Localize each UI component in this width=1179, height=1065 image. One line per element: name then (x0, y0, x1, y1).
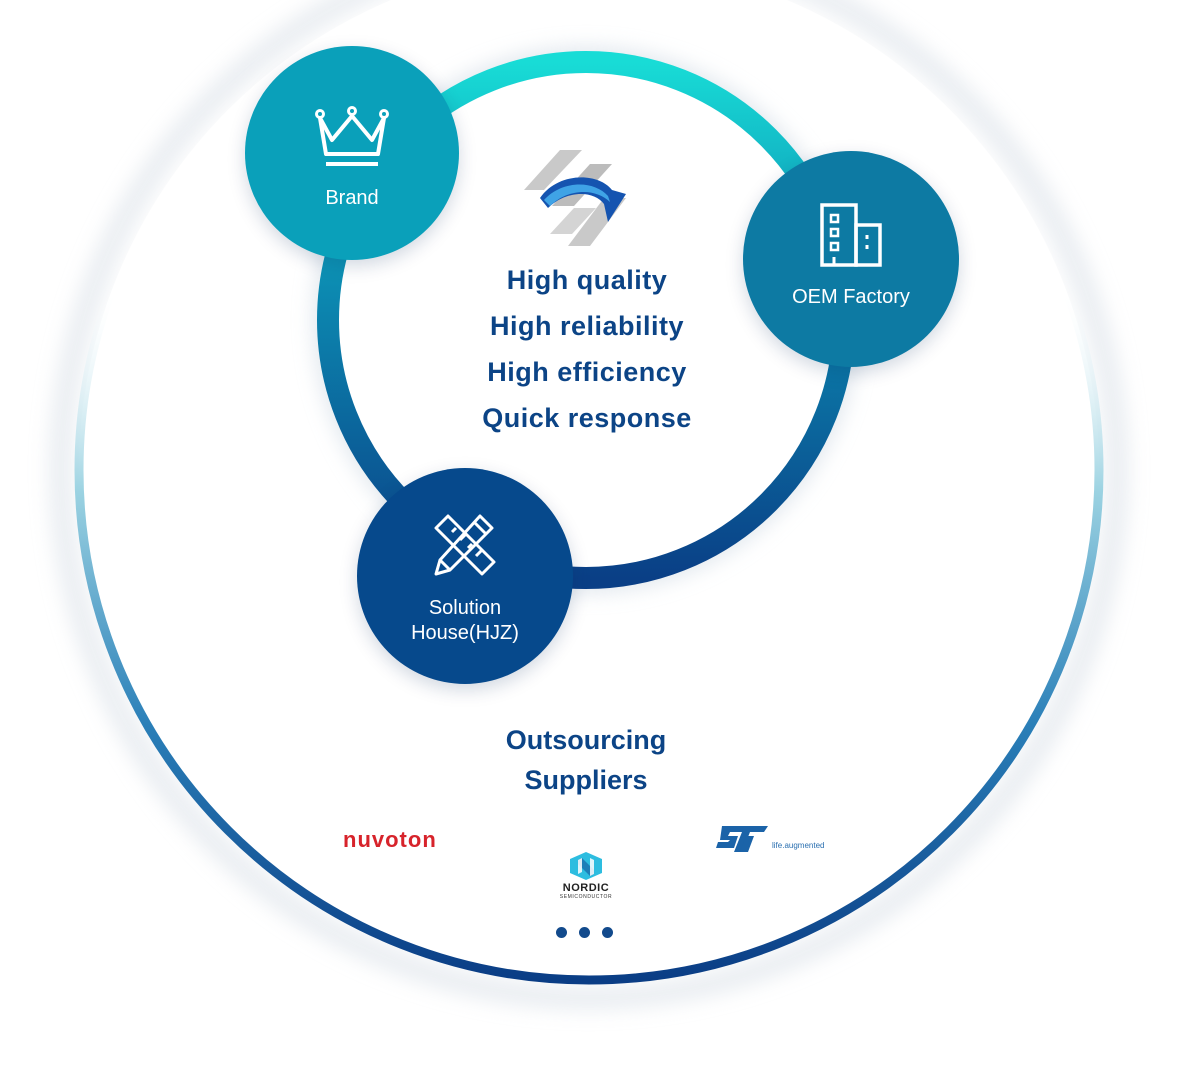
st-tagline: life.augmented (772, 841, 825, 850)
company-logo (524, 150, 626, 246)
dot (602, 927, 613, 938)
dot (579, 927, 590, 938)
st-mark-icon (716, 826, 768, 852)
quality-item: High efficiency (487, 357, 687, 387)
crown-icon (315, 106, 389, 166)
nordic-subtitle: SEMICONDUCTOR (559, 894, 613, 900)
quality-item: Quick response (482, 403, 692, 433)
solution-house-label: Solution House(HJZ) (411, 596, 519, 646)
quality-item: High quality (506, 265, 668, 295)
quality-item: High reliability (489, 311, 685, 341)
suppliers-title: Outsourcing Suppliers (436, 720, 736, 800)
qualities-list: High quality High reliability High effic… (437, 262, 737, 446)
building-icon (820, 203, 882, 267)
oem-factory-node[interactable]: OEM Factory (743, 151, 959, 367)
outer-ring-shadow (50, 0, 1128, 1009)
solution-house-node[interactable]: Solution House(HJZ) (357, 468, 573, 684)
suppliers-title-line1: Outsourcing (505, 725, 667, 755)
suppliers-title-line2: Suppliers (524, 765, 648, 795)
oem-factory-label: OEM Factory (792, 286, 910, 308)
nuvoton-logo: nuvoTon (343, 827, 437, 852)
dot (556, 927, 567, 938)
more-suppliers-dots-icon (556, 927, 613, 938)
ruler-pencil-icon (434, 514, 496, 576)
st-logo: life.augmented (716, 824, 824, 854)
nordic-mark-icon (570, 852, 602, 880)
brand-node[interactable]: Brand (245, 46, 459, 260)
solution-house-label-line1: Solution (428, 597, 502, 619)
nordic-logo: NORDIC SEMICONDUCTOR (548, 852, 624, 900)
nordic-name: NORDIC (562, 882, 610, 894)
solution-house-label-line2: House(HJZ) (411, 622, 519, 644)
brand-label: Brand (325, 187, 379, 209)
